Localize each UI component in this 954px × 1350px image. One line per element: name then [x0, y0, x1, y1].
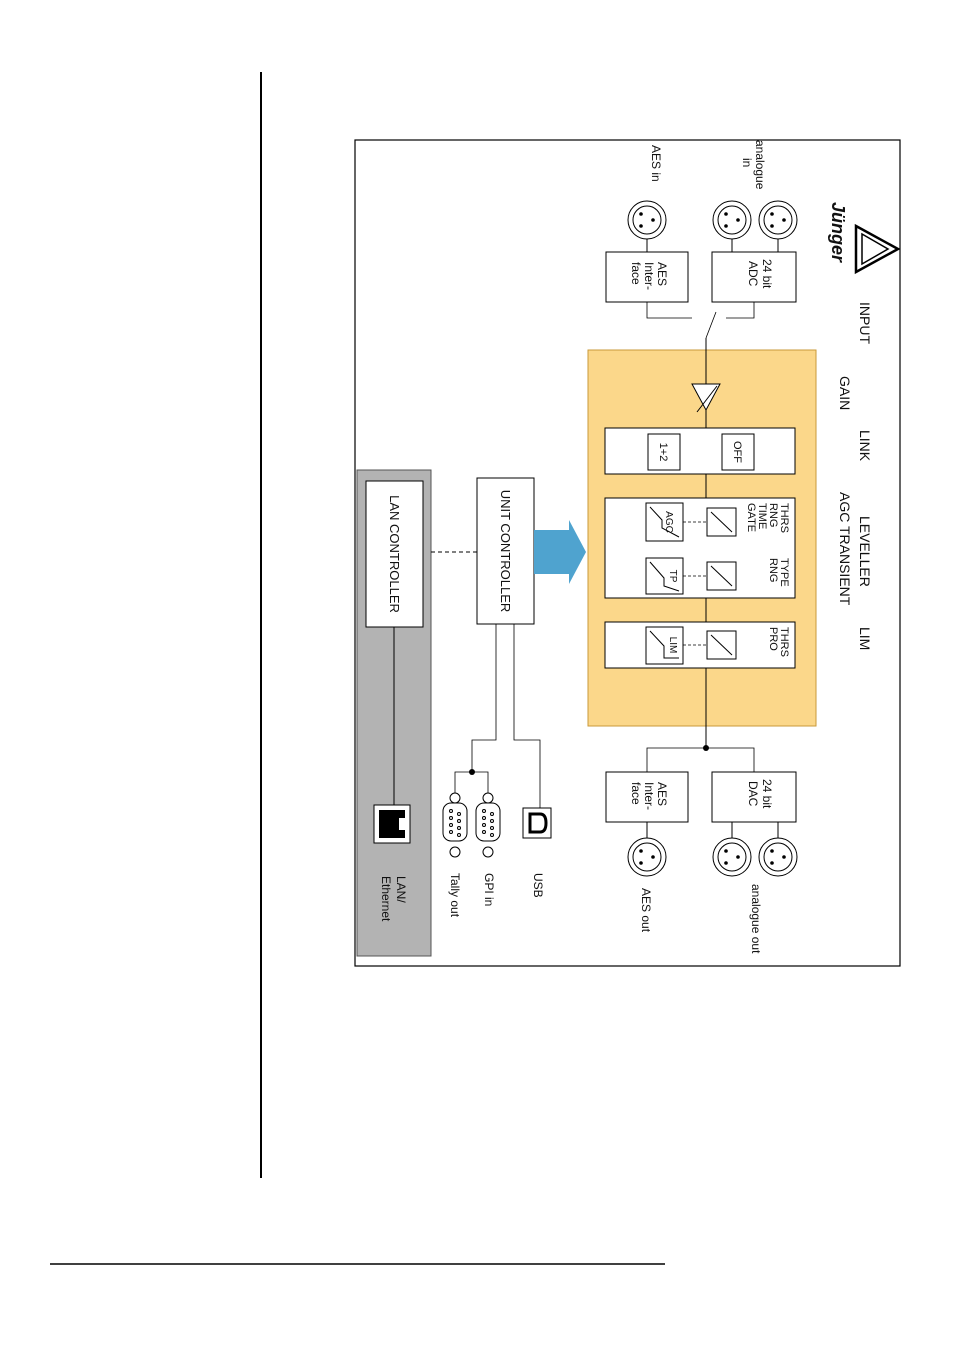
heading-link: LINK — [857, 430, 873, 462]
aes-in-connector-icon — [627, 200, 667, 240]
agc-param-thrs: THRS — [778, 503, 790, 533]
unit-controller-box — [476, 477, 535, 625]
gain-amplifier-icon — [691, 383, 721, 413]
link-off-label: OFF — [731, 441, 743, 463]
heading-input: INPUT — [857, 302, 873, 344]
lim-control-slope-icon — [710, 634, 733, 656]
agc-param-gate: GATE — [745, 503, 757, 532]
agc-param-time: TIME — [756, 503, 768, 529]
aes-in-label: AES in — [649, 145, 663, 182]
lan-port-label-line1: LAN/ — [394, 876, 408, 903]
lan-controller-box — [365, 480, 424, 628]
dac-box — [711, 771, 797, 823]
lim-param-pro: PRO — [767, 627, 779, 651]
lan-controller-label: LAN CONTROLLER — [387, 495, 402, 613]
lim-param-thrs: THRS — [778, 627, 790, 657]
tp-block-label: TP — [667, 570, 678, 583]
tp-param-rng: RNG — [767, 558, 779, 582]
output-split — [646, 747, 755, 772]
usb-label: USB — [531, 873, 545, 898]
heading-agc-transient: AGC TRANSIENT — [837, 492, 853, 606]
gpi-in-connector-icon — [475, 792, 501, 858]
aes-out-interface-line2: Inter- — [642, 782, 656, 810]
analogue-out-label: analogue out — [749, 884, 763, 954]
agc-block-label: AGC — [663, 511, 674, 533]
analogue-in-connector-1-icon — [758, 200, 798, 240]
tally-out-label: Tally out — [448, 873, 462, 918]
agc-control-slope-icon — [710, 511, 733, 533]
analogue-out-connector-2-icon — [712, 837, 752, 877]
lim-curve-icon — [649, 630, 679, 659]
input-selector-switch — [705, 311, 717, 339]
aes-out-interface-box — [605, 771, 689, 823]
heading-gain: GAIN — [837, 376, 853, 410]
link-off-switch — [721, 433, 755, 471]
aes-out-label: AES out — [639, 888, 653, 933]
heading-leveller: LEVELLER — [857, 516, 873, 587]
analogue-in-connector-2-icon — [712, 200, 752, 240]
block-diagram: LAN CONTROLLER LAN/ Ethernet UNIT CONTRO… — [354, 139, 901, 967]
aes-in-interface-line3: face — [629, 262, 643, 285]
agc-param-rng: RNG — [767, 503, 779, 527]
junger-logo: Jünger — [828, 202, 901, 275]
adc-label-line2: ADC — [746, 261, 760, 287]
lim-block-label: LIM — [667, 637, 678, 654]
unit-controller-label: UNIT CONTROLLER — [498, 490, 513, 613]
unit-to-gpi-line — [471, 624, 497, 772]
link-1plus2-switch — [647, 433, 681, 471]
gpi-junction-dot — [469, 769, 475, 775]
analogue-in-label-line1: analogue — [753, 140, 767, 190]
tp-param-type: TYPE — [778, 558, 790, 587]
link-1plus2-label: 1+2 — [657, 443, 669, 462]
output-junction-dot — [703, 745, 709, 751]
unit-to-usb-line — [513, 624, 541, 808]
aes-in-interface-box — [605, 251, 689, 303]
adc-out-line — [726, 302, 755, 319]
aes-out-interface-line1: AES — [655, 782, 669, 806]
lan-port-label-line2: Ethernet — [379, 876, 393, 922]
adc-label-line1: 24 bit — [760, 259, 774, 289]
analogue-in-label-line2: in — [740, 158, 754, 167]
dac-label-line1: 24 bit — [760, 779, 774, 809]
tp-control-slope-icon — [710, 565, 733, 587]
dac-label-line2: DAC — [746, 781, 760, 807]
brand-wordmark: Jünger — [828, 202, 848, 263]
aes-in-interface-line2: Inter- — [642, 262, 656, 290]
analogue-out-connector-1-icon — [758, 837, 798, 877]
gpi-in-label: GPI in — [482, 873, 496, 906]
aes-out-connector-icon — [627, 837, 667, 877]
link-box — [604, 427, 796, 475]
usb-connector-icon — [522, 807, 552, 839]
agc-curve-icon — [649, 506, 680, 538]
aes-out-interface-line3: face — [629, 782, 643, 805]
aes-in-interface-line1: AES — [655, 262, 669, 286]
ethernet-port-icon — [373, 804, 411, 844]
tp-curve-icon — [649, 561, 680, 592]
leveller-box — [604, 497, 796, 599]
tally-out-connector-icon — [442, 792, 468, 858]
aes-if-out-line — [646, 302, 692, 319]
heading-lim: LIM — [857, 627, 873, 650]
control-arrow — [534, 520, 586, 584]
